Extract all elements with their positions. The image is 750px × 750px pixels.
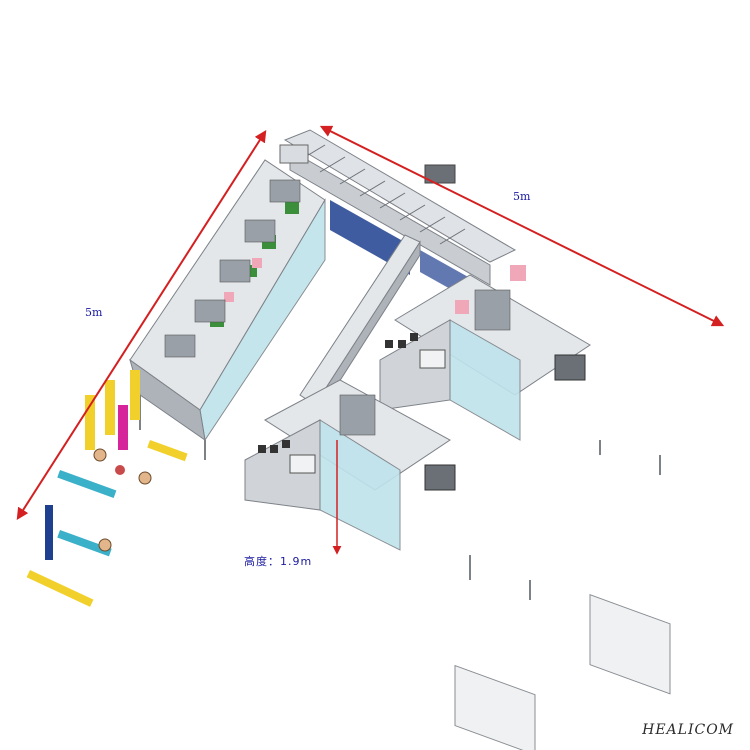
upper-right-station [379,265,671,695]
height-label: 高度：1.9m [244,555,313,568]
right-length-arrow [319,125,725,327]
right-length-label: 5m [513,190,531,203]
left-length-arrow [16,129,267,521]
lower-center-station [244,379,536,750]
left-length-label: 5m [85,306,103,319]
brand-logo: HEALICOM [642,722,734,738]
